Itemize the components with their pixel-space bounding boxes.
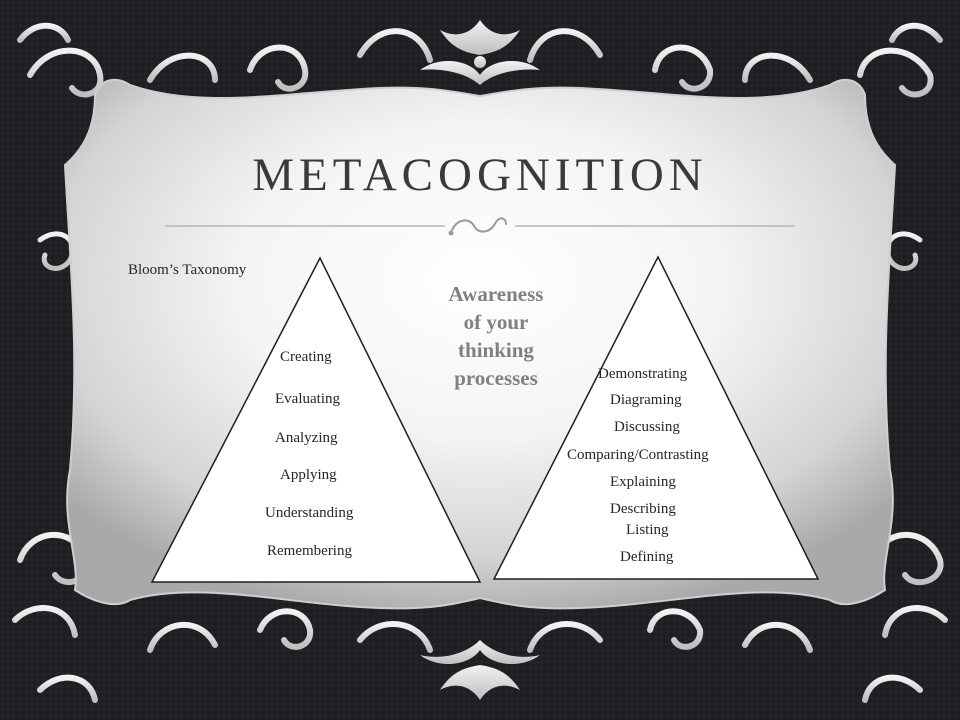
left-pyramid-level: Evaluating: [275, 391, 340, 407]
right-pyramid-item: Defining: [620, 549, 674, 565]
right-pyramid-item: Comparing/Contrasting: [567, 447, 709, 463]
awareness-line: processes: [454, 366, 538, 390]
right-pyramid-item: Demonstrating: [598, 366, 688, 382]
flourish-icon: [451, 217, 507, 233]
right-pyramid-item: Describing: [610, 501, 676, 517]
left-pyramid-level: Analyzing: [275, 430, 338, 446]
awareness-line: Awareness: [448, 282, 544, 306]
title-divider: [165, 217, 795, 236]
bottom-crest-icon: [420, 640, 540, 700]
right-pyramid-item: Explaining: [610, 474, 676, 490]
awareness-line: of your: [463, 310, 529, 334]
top-crest-icon: [420, 20, 540, 85]
right-pyramid: [492, 255, 820, 580]
right-pyramid-item: Listing: [626, 522, 669, 538]
right-pyramid-item: Discussing: [614, 419, 680, 435]
awareness-line: thinking: [458, 338, 534, 362]
slide-title: METACOGNITION: [252, 149, 708, 201]
left-pyramid: [150, 256, 482, 583]
left-pyramid-level: Applying: [280, 467, 337, 483]
blooms-taxonomy-label: Bloom’s Taxonomy: [128, 262, 247, 278]
bottom-ornament-icon: [12, 531, 948, 703]
left-pyramid-level: Creating: [280, 349, 332, 365]
left-pyramid-level: Remembering: [267, 543, 352, 559]
top-ornament-icon: [17, 22, 943, 98]
awareness-text: Awareness of your thinking processes: [432, 280, 560, 392]
right-pyramid-item: Diagraming: [610, 392, 682, 408]
left-pyramid-level: Understanding: [265, 505, 354, 521]
